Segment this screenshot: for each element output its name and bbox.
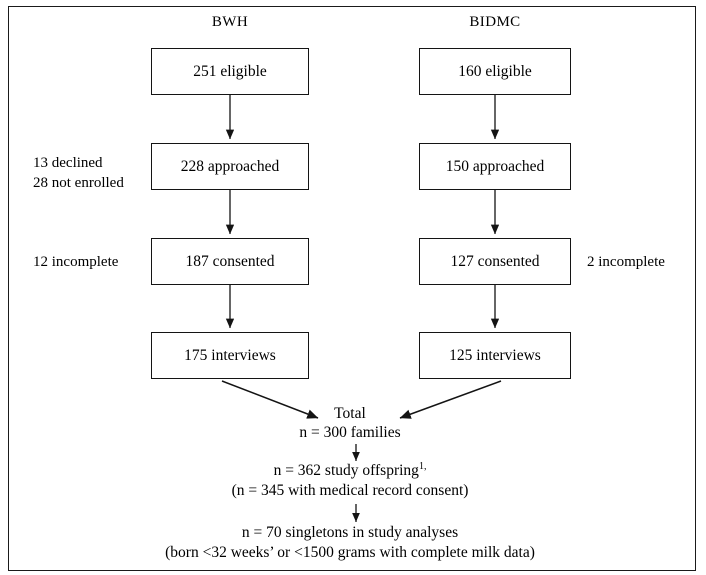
annotation-line-declined: 13 declined [33, 155, 103, 171]
summary-singletons-analyses: n = 70 singletons in study analyses [241, 524, 459, 541]
footnote-marker-1: 1, [418, 460, 427, 472]
annotation-line-bwh-incomplete: 12 incomplete [33, 254, 119, 270]
column-header-bwh: BWH [211, 14, 249, 30]
annotation-bwh-incomplete: 12 incomplete [33, 252, 118, 272]
node-box-bidmc-interviews: 125 interviews [419, 332, 571, 379]
annotation-bidmc-incomplete: 2 incomplete [587, 252, 665, 272]
node-box-bidmc-eligible: 160 eligible [419, 48, 571, 95]
summary-total-families: n = 300 families [299, 424, 401, 441]
annotation-line-bidmc-incomplete: 2 incomplete [587, 254, 665, 270]
summary-inclusion-criteria: (born <32 weeks’ or <1500 grams with com… [165, 544, 535, 561]
figure-border-frame [8, 6, 696, 571]
annotation-line-not-enrolled: 28 not enrolled [33, 175, 124, 191]
annotation-bwh-declined-not-enrolled: 13 declined 28 not enrolled [33, 153, 124, 193]
node-box-bwh-eligible: 251 eligible [151, 48, 309, 95]
summary-study-offspring: n = 362 study offspring1, [0, 460, 703, 480]
summary-offspring-text: n = 362 study offspring [273, 462, 419, 479]
node-box-bwh-approached: 228 approached [151, 143, 309, 190]
column-header-bidmc: BIDMC [469, 14, 521, 30]
summary-medical-record-consent: (n = 345 with medical record consent) [231, 482, 469, 499]
node-box-bidmc-approached: 150 approached [419, 143, 571, 190]
summary-total-label: Total [334, 405, 366, 422]
node-box-bwh-interviews: 175 interviews [151, 332, 309, 379]
node-box-bidmc-consented: 127 consented [419, 238, 571, 285]
node-box-bwh-consented: 187 consented [151, 238, 309, 285]
